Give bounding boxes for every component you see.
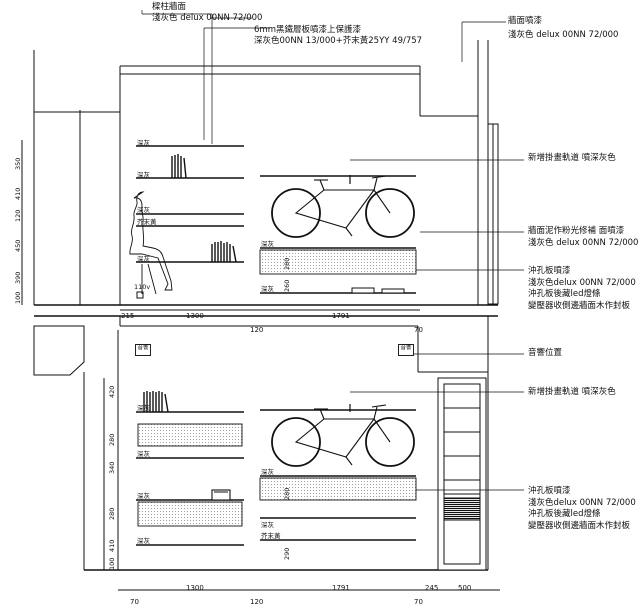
dim-top-left-2: 410 <box>14 187 22 200</box>
wall-paint: 淺灰色 delux 00NN 72/000 <box>508 30 619 40</box>
dim-bottom-1: 70 <box>130 598 139 606</box>
tag-dark-gray: 深灰 <box>137 171 150 179</box>
tag-dark-gray: 深灰 <box>137 139 150 147</box>
dim-bot-left-6: 100 <box>108 557 116 570</box>
lower-books-1 <box>143 391 169 413</box>
rail-bottom-note: 新增掛畫軌道 噴深灰色 <box>528 387 616 397</box>
tag-dark-gray: 深灰 <box>137 492 150 500</box>
dim-top-left-4: 450 <box>14 239 22 252</box>
perf-top-note-4: 變壓器收側邊牆面木作封板 <box>528 301 631 311</box>
shelf-spec-2: 深灰色00NN 13/000+芥末黃25YY 49/757 <box>254 36 423 46</box>
dim-bot-left-4: 280 <box>108 507 116 520</box>
dim-top-left-5: 390 <box>14 271 22 284</box>
dim-bottom-7: 500 <box>458 584 472 592</box>
lower-books-2 <box>211 489 231 501</box>
tag-dark-gray: 深灰 <box>137 404 150 412</box>
upper-bicycle <box>271 188 415 238</box>
lower-cabinet <box>437 377 487 571</box>
dim-mid-5: 70 <box>414 326 423 334</box>
dim-mid-3: 120 <box>250 326 264 334</box>
perf-top-note-3: 沖孔板後藏led燈條 <box>528 289 601 299</box>
lower-perforated-panel-2 <box>137 501 243 527</box>
dim-top-left-1: 350 <box>14 157 22 170</box>
perf-bottom-note-3: 沖孔板後藏led燈條 <box>528 509 601 519</box>
upper-outlet <box>136 291 144 299</box>
perf-bottom-note-2: 淺灰色delux 00NN 72/000 <box>528 498 636 508</box>
plaster-note-1: 牆面泥作粉光修補 面噴漆 <box>528 226 625 236</box>
tag-dark-gray: 深灰 <box>137 255 150 263</box>
lower-left-wall <box>33 325 85 376</box>
dim-bottom-4: 1791 <box>332 584 350 592</box>
tag-dark-gray: 深灰 <box>261 521 274 529</box>
speaker-note: 音響位置 <box>528 348 563 358</box>
dim-bottom-2: 1300 <box>186 584 204 592</box>
tag-dark-gray: 深灰 <box>261 468 274 476</box>
rail-top-note: 新增掛畫軌道 噴深灰色 <box>528 153 616 163</box>
lower-dense-panel <box>443 497 481 521</box>
dim-top-inner-1: 280 <box>283 257 291 270</box>
tag-dark-gray: 深灰 <box>137 537 150 545</box>
dim-bot-left-1: 420 <box>108 385 116 398</box>
upper-books-2 <box>211 241 237 263</box>
tag-mustard: 芥末黃 <box>137 218 157 226</box>
dim-bot-inner-1: 280 <box>283 487 291 500</box>
perf-bottom-note-4: 變壓器收側邊牆面木作封板 <box>528 521 631 531</box>
tag-dark-gray: 深灰 <box>137 206 150 214</box>
tag-dark-gray: 深灰 <box>261 285 274 293</box>
lower-perforated-panel-3 <box>259 477 417 501</box>
tag-dark-gray: 深灰 <box>261 240 274 248</box>
lower-bicycle <box>271 417 415 467</box>
perf-top-note-1: 沖孔板噴漆 <box>528 266 571 276</box>
dim-bottom-6: 245 <box>425 584 439 592</box>
dim-mid-2: 1300 <box>186 312 204 320</box>
upper-perforated-panel <box>259 249 417 275</box>
tag-dark-gray: 深灰 <box>137 450 150 458</box>
sitting-figure <box>129 191 173 295</box>
dim-bot-inner-2: 290 <box>283 547 291 560</box>
lower-perforated-panel-1 <box>137 423 243 447</box>
wall-title: 牆面噴漆 <box>508 16 543 26</box>
tag-outlet: 110v <box>134 283 151 291</box>
dim-top-left-6: 100 <box>14 291 22 304</box>
dim-mid-1: 215 <box>121 312 135 320</box>
shelf-spec-1: 6mm黑鐵層板噴漆上保護漆 <box>254 25 361 35</box>
dim-top-inner-2: 260 <box>283 279 291 292</box>
dim-bot-left-5: 410 <box>108 539 116 552</box>
dim-bot-left-2: 280 <box>108 433 116 446</box>
tag-mustard: 芥末黃 <box>261 532 281 540</box>
dim-bottom-5: 70 <box>414 598 423 606</box>
speaker-box-left: 音響 <box>135 344 151 356</box>
dim-bot-left-3: 340 <box>108 461 116 474</box>
perf-bottom-note-1: 沖孔板噴漆 <box>528 486 571 496</box>
column-wall-title: 樑柱牆面 <box>152 2 187 12</box>
dim-top-left-3: 120 <box>14 209 22 222</box>
dim-mid-4: 1791 <box>332 312 350 320</box>
dim-bottom-3: 120 <box>250 598 264 606</box>
upper-books-1 <box>171 154 187 179</box>
plaster-note-2: 淺灰色 delux 00NN 72/000 <box>528 238 639 248</box>
perf-top-note-2: 淺灰色delux 00NN 72/000 <box>528 278 636 288</box>
speaker-box-right: 音響 <box>398 344 414 356</box>
column-wall-paint: 淺灰色 delux 00NN 72/000 <box>152 13 263 23</box>
